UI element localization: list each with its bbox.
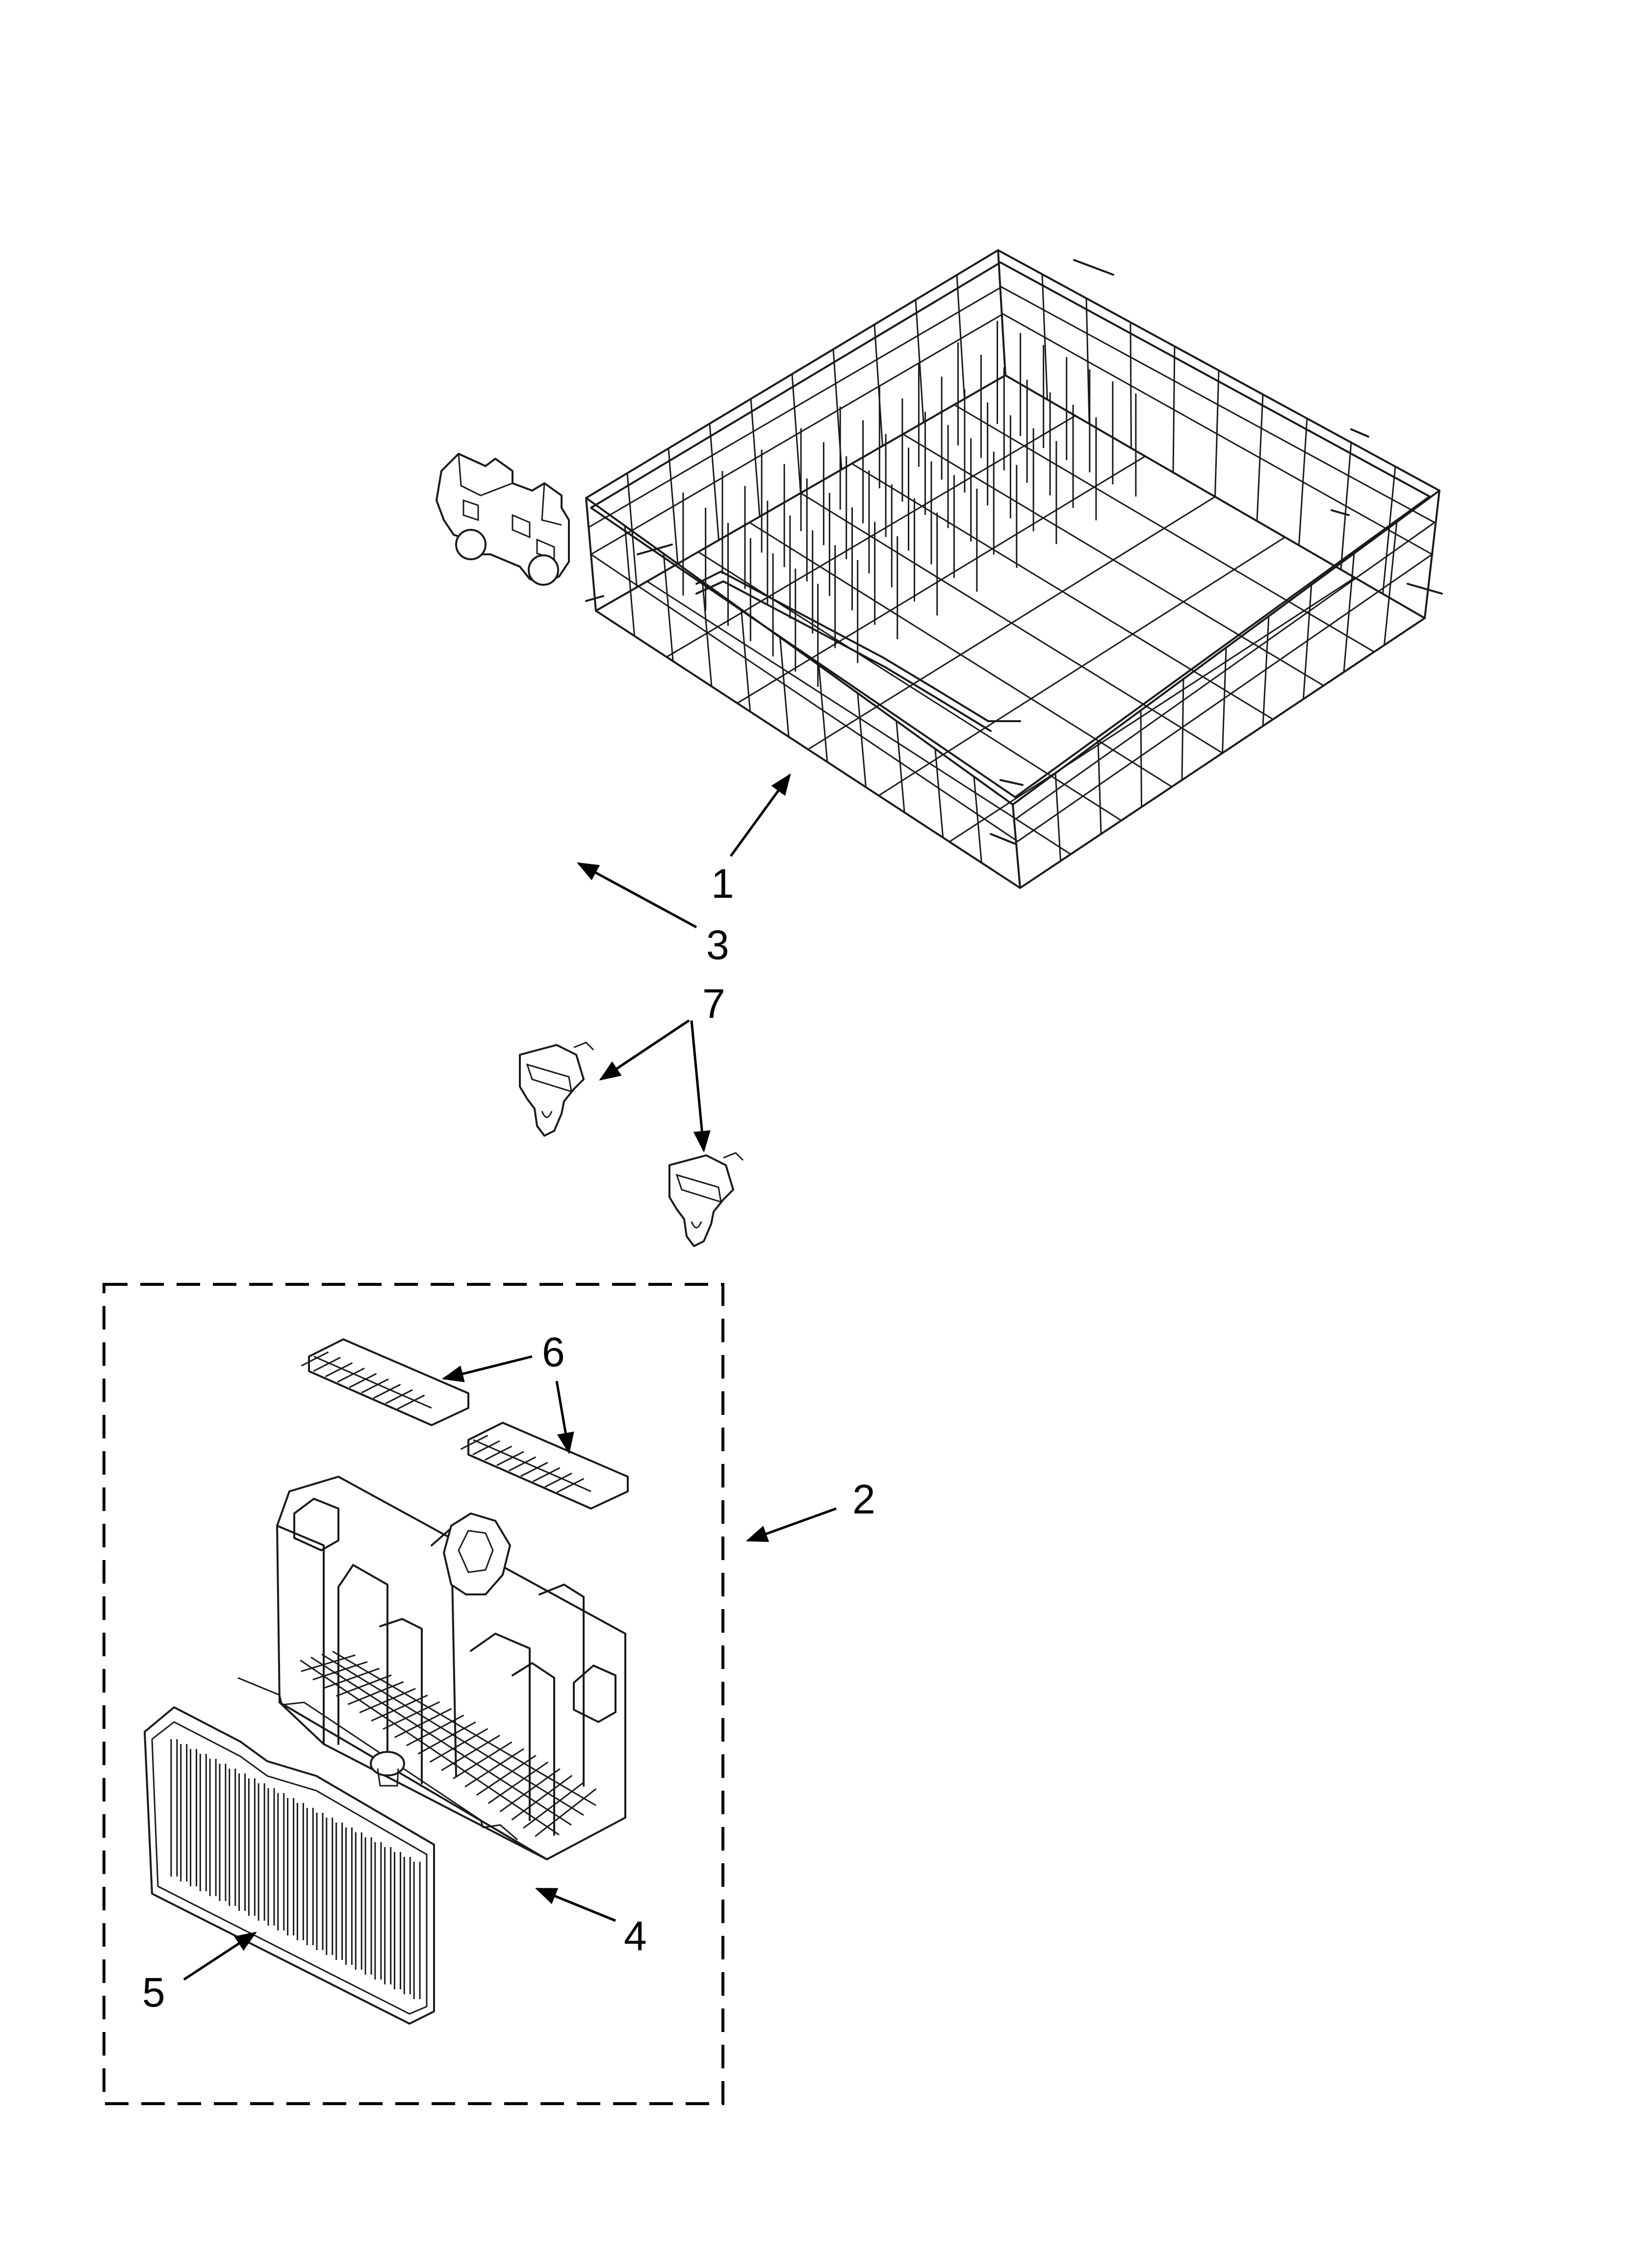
- lower-dishrack: [585, 249, 1443, 889]
- basket-link: [237, 1677, 518, 1841]
- callout-3: 3: [577, 862, 729, 968]
- callout-label-5: 5: [142, 1969, 165, 2015]
- basket-kit-boundary: [103, 1283, 724, 2105]
- silverware-basket: [276, 1476, 626, 1860]
- callout-label-1: 1: [711, 860, 734, 907]
- basket-cover: [144, 1706, 435, 2025]
- callout-label-7: 7: [702, 981, 725, 1027]
- callout-6: 6: [441, 1329, 574, 1455]
- callout-5: 5: [142, 1931, 257, 2015]
- basket-lid-left: [301, 1338, 469, 1426]
- roller-assembly: [436, 453, 570, 586]
- callout-1: 1: [711, 773, 791, 907]
- callout-4: 4: [535, 1887, 647, 1959]
- callout-label-2: 2: [852, 1476, 875, 1522]
- basket-lid-right: [460, 1422, 629, 1510]
- tine-clip-left: [519, 1042, 594, 1137]
- callout-label-6: 6: [542, 1329, 565, 1375]
- callout-7: 7: [599, 981, 725, 1153]
- tine-clip-right: [668, 1152, 744, 1247]
- callout-label-3: 3: [706, 922, 729, 968]
- callout-label-4: 4: [624, 1913, 647, 1959]
- callout-2: 2: [745, 1476, 875, 1542]
